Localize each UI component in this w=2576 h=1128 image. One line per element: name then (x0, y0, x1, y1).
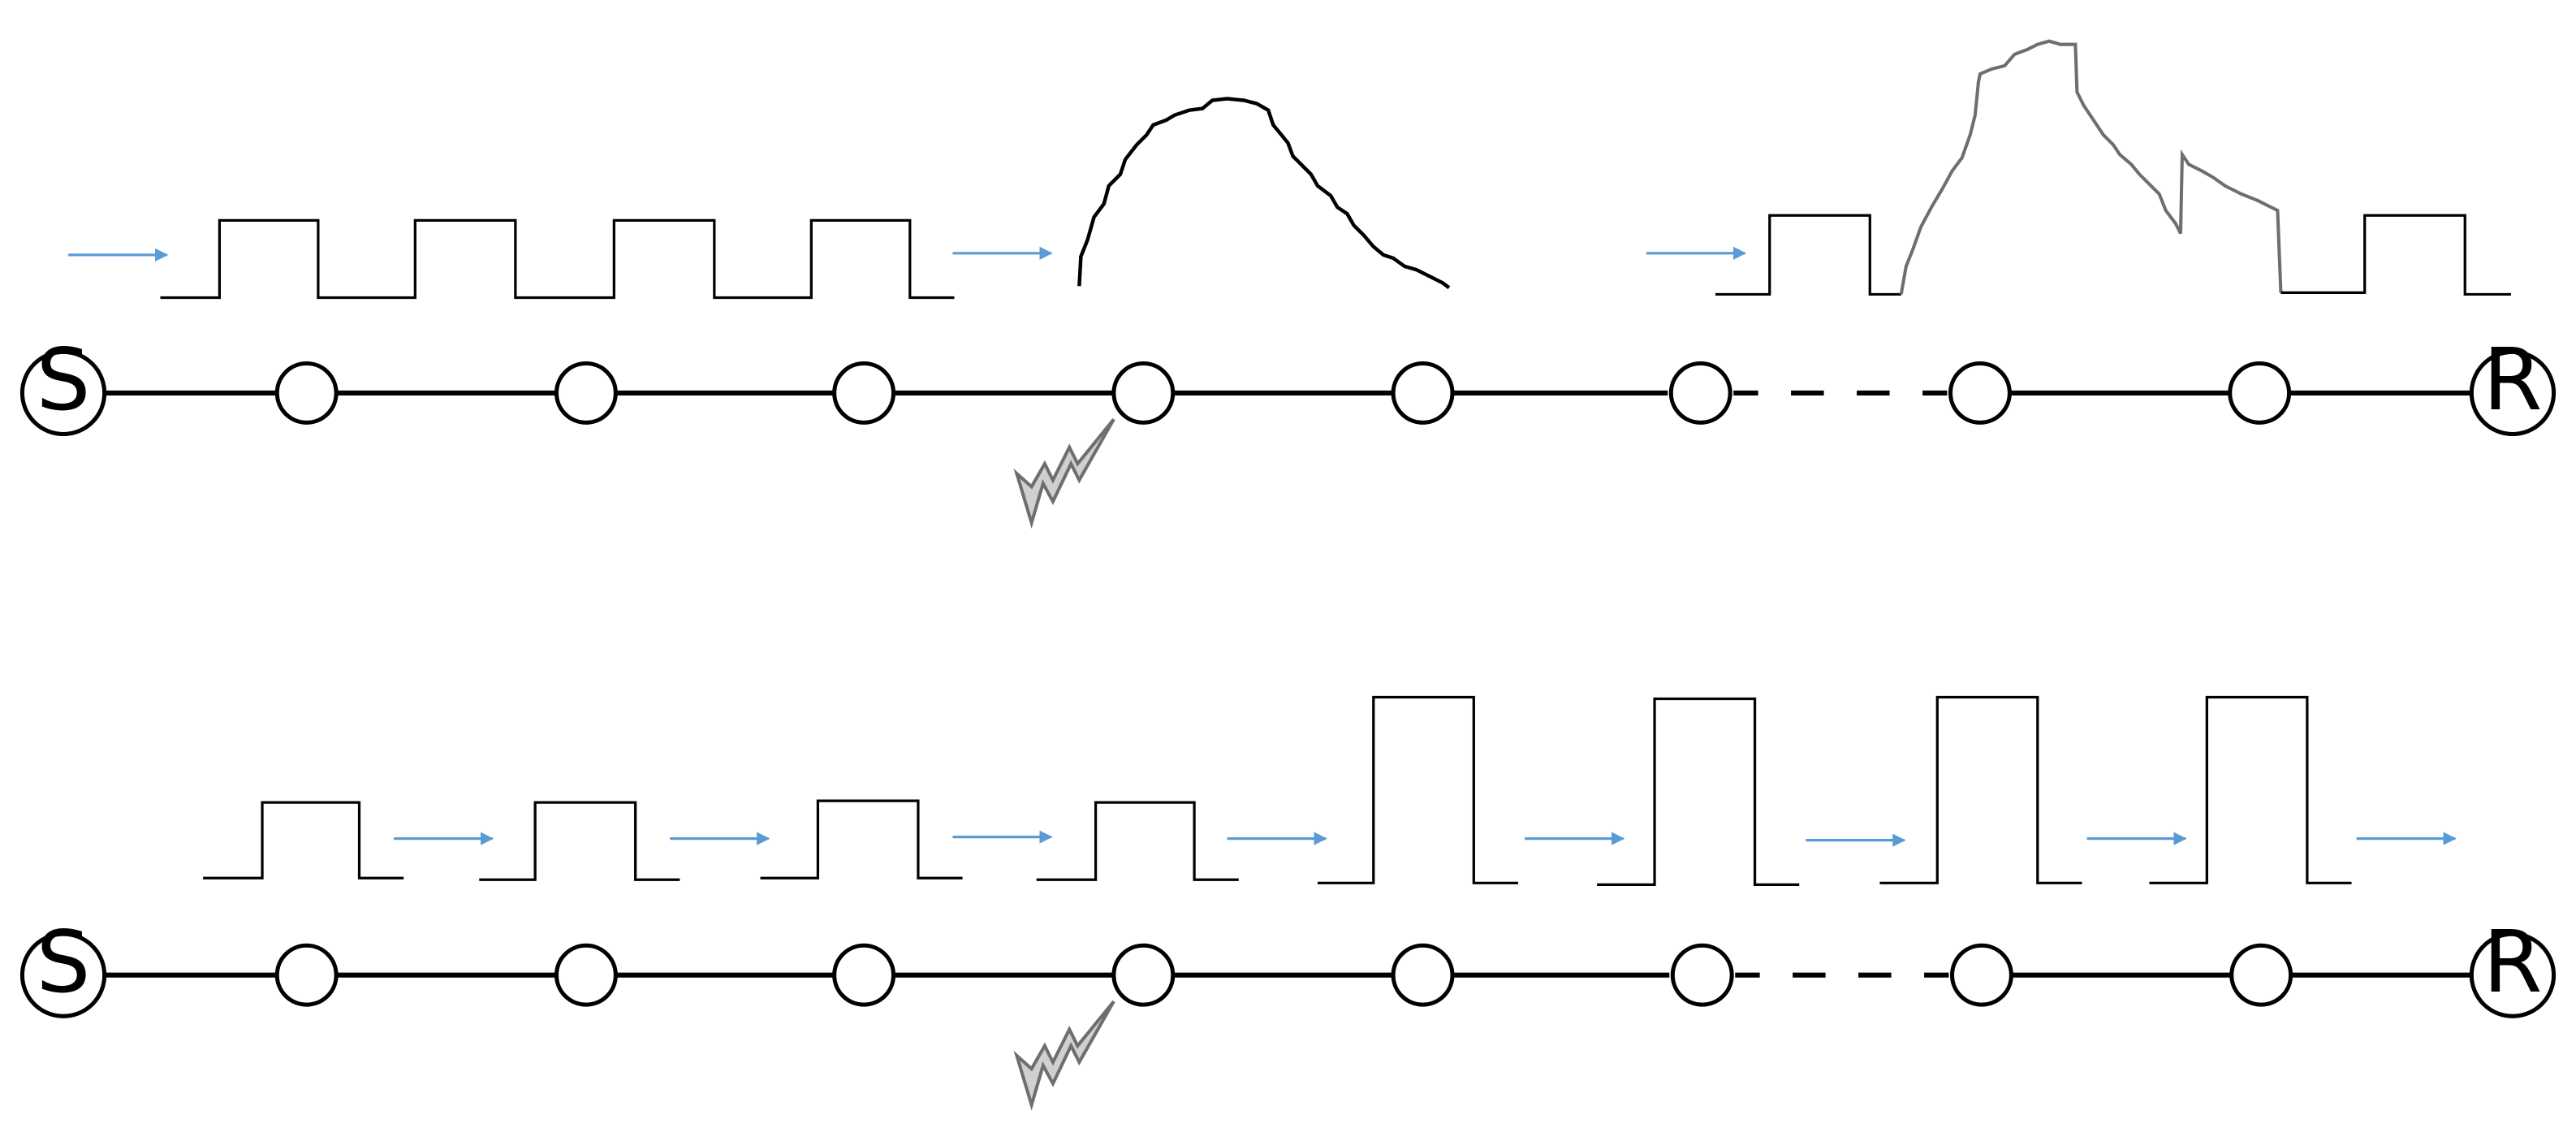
relay-node (832, 361, 896, 425)
source-node: S (19, 912, 107, 1018)
received-noisy-signal (2280, 214, 2511, 296)
amplified-pulse (2149, 695, 2352, 884)
relay-node (1670, 943, 1734, 1007)
pulse (760, 799, 963, 879)
pulse (203, 801, 404, 879)
receiver-label: R (2483, 912, 2542, 1012)
source-label: S (37, 912, 91, 1012)
received-noisy-signal (1715, 214, 1901, 296)
amplified-pulse (1597, 697, 1800, 886)
pulse (479, 801, 680, 881)
bottom-relay-chain: S R (19, 695, 2557, 1111)
amplified-pulse (1879, 695, 2082, 884)
relay-node (1391, 361, 1455, 425)
relay-node (274, 361, 339, 425)
pulse (1036, 801, 1239, 881)
relay-node (1111, 361, 1176, 425)
received-noisy-signal (1899, 39, 2283, 295)
receiver-node: R (2469, 330, 2557, 437)
relay-node (1668, 361, 1732, 425)
top-relay-chain: S R (19, 39, 2557, 529)
lightning-icon (1013, 1000, 1115, 1111)
relay-node (554, 361, 618, 425)
receiver-label: R (2483, 330, 2542, 430)
lightning-icon (1013, 418, 1115, 529)
relay-node (274, 943, 339, 1007)
square-pulse-train (160, 218, 955, 300)
relay-node (2228, 361, 2292, 425)
relay-node (1111, 943, 1176, 1007)
relay-node (832, 943, 896, 1007)
relay-node (1948, 361, 2012, 425)
amplified-pulse (1317, 695, 1518, 884)
source-label: S (37, 330, 91, 430)
receiver-node: R (2469, 912, 2557, 1018)
source-node: S (19, 330, 107, 437)
distorted-signal (1077, 97, 1451, 290)
relay-node (1391, 943, 1455, 1007)
relay-node (554, 943, 618, 1007)
relay-node (1949, 943, 2013, 1007)
relay-node (2229, 943, 2293, 1007)
